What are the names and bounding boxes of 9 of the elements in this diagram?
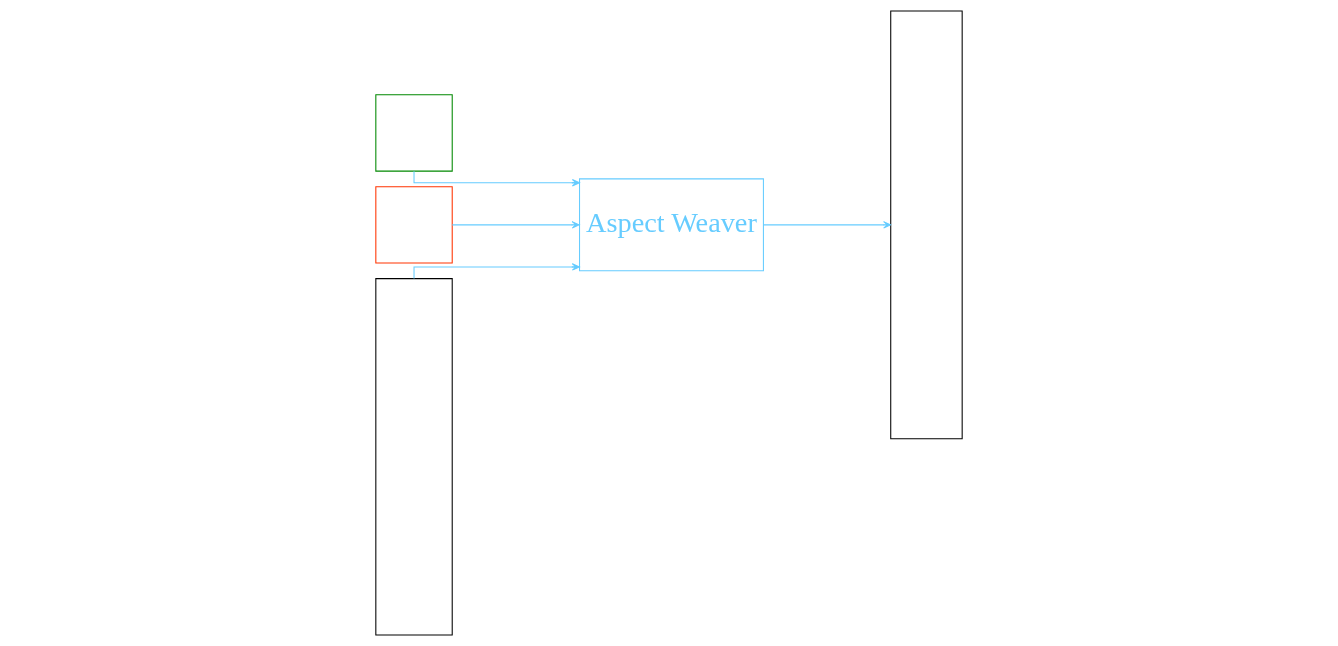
arrow bbox=[413, 263, 580, 280]
arrow bbox=[763, 221, 892, 229]
node-box bbox=[375, 278, 453, 636]
node-box bbox=[375, 94, 453, 172]
arrow bbox=[413, 170, 580, 187]
node-box bbox=[890, 10, 963, 440]
node-box bbox=[375, 186, 453, 264]
node-box: Aspect Weaver bbox=[579, 178, 764, 272]
arrow bbox=[451, 221, 580, 229]
